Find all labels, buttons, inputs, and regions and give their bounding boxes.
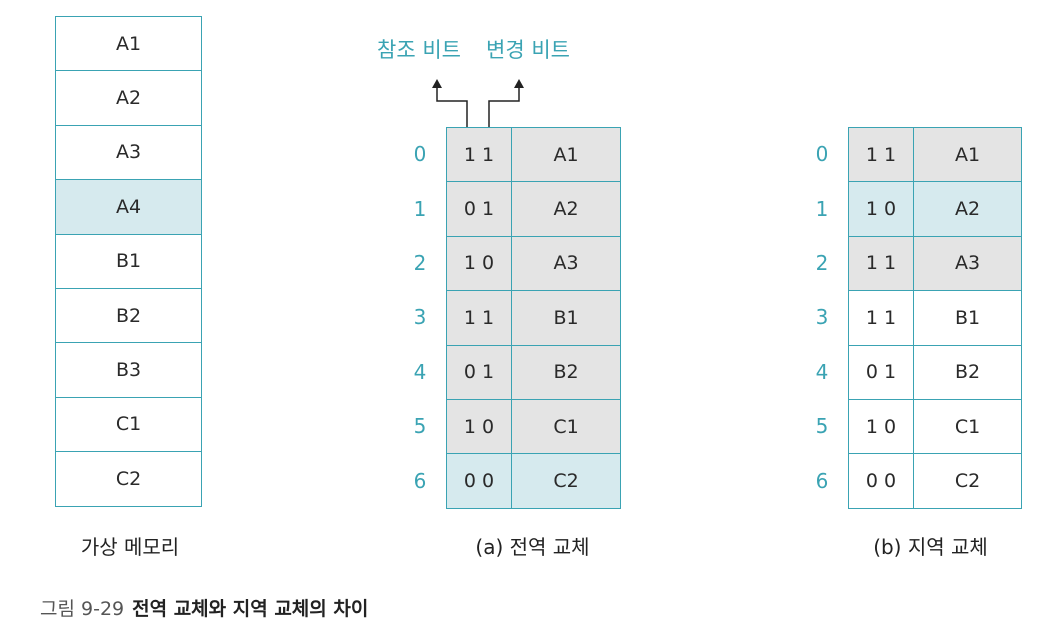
frame-index: 0 [815, 142, 829, 167]
virtual-memory-row: A3 [55, 124, 202, 181]
virtual-page-cell: C2 [55, 451, 202, 507]
frame-index: 0 [413, 142, 427, 167]
virtual-memory-row: B2 [55, 287, 202, 344]
frame-bits-cell: 1 1 [848, 126, 914, 183]
virtual-memory-row: A4 [55, 179, 202, 235]
modify-bit-arrow [488, 86, 520, 133]
frame-page-cell: C2 [511, 453, 621, 509]
virtual-memory-row: C2 [55, 451, 202, 507]
frame-bits-cell: 0 1 [848, 344, 914, 400]
frame-bits-cell: 0 0 [848, 453, 914, 509]
frame-bits-cell: 1 1 [446, 126, 512, 183]
local-replacement-caption: (b) 지역 교체 [873, 535, 988, 559]
modify-arrowhead [514, 79, 524, 88]
frame-index: 3 [413, 305, 427, 330]
virtual-page-cell: A2 [55, 70, 202, 126]
frame-index: 6 [413, 468, 427, 493]
modify-bit-label: 변경 비트 [486, 38, 570, 62]
frame-index: 2 [413, 251, 427, 275]
frame-bits-cell: 1 0 [848, 181, 914, 237]
frame-index: 2 [815, 251, 829, 275]
frame-bits-cell: 0 1 [446, 344, 512, 400]
frame-page-cell: C1 [913, 398, 1022, 455]
figure-number: 그림 9-29 [40, 598, 125, 620]
virtual-page-cell: A4 [55, 179, 202, 235]
frame-page-cell: A3 [913, 235, 1022, 292]
virtual-page-cell: B1 [55, 233, 202, 289]
frame-bits-cell: 0 0 [446, 453, 512, 509]
frame-page-cell: A2 [511, 181, 621, 237]
virtual-page-cell: A1 [55, 15, 202, 72]
frame-page-cell: A1 [511, 126, 621, 183]
figure-caption: 그림 9-29 전역 교체와 지역 교체의 차이 [40, 594, 368, 621]
global-replacement-caption: (a) 전역 교체 [475, 535, 590, 559]
frame-index: 1 [413, 196, 427, 221]
frame-bits-cell: 1 1 [848, 235, 914, 292]
frame-bits-cell: 1 0 [446, 235, 512, 292]
reference-arrowhead [432, 79, 442, 88]
virtual-memory-row: A1 [55, 15, 202, 72]
figure-title: 전역 교체와 지역 교체의 차이 [132, 598, 369, 620]
frame-page-cell: A1 [913, 126, 1022, 183]
frame-index: 4 [815, 359, 829, 384]
frame-page-cell: C2 [913, 453, 1022, 509]
frame-page-cell: B2 [913, 344, 1022, 400]
virtual-page-cell: B3 [55, 342, 202, 398]
frame-bits-cell: 1 0 [446, 398, 512, 455]
frame-page-cell: A2 [913, 181, 1022, 237]
reference-bit-arrow [436, 86, 468, 133]
frame-index: 5 [815, 414, 829, 439]
frame-bits-cell: 1 0 [848, 398, 914, 455]
virtual-memory-caption: 가상 메모리 [80, 535, 180, 559]
frame-page-cell: B1 [511, 290, 621, 346]
frame-page-cell: B2 [511, 344, 621, 400]
virtual-memory-row: C1 [55, 396, 202, 453]
frame-bits-cell: 1 1 [446, 290, 512, 346]
virtual-page-cell: C1 [55, 396, 202, 453]
reference-bit-label: 참조 비트 [377, 38, 461, 62]
virtual-memory-row: A2 [55, 70, 202, 126]
virtual-page-cell: A3 [55, 124, 202, 181]
frame-index: 4 [413, 359, 427, 384]
frame-index: 1 [815, 196, 829, 221]
frame-page-cell: B1 [913, 290, 1022, 346]
frame-index: 6 [815, 468, 829, 493]
frame-index: 5 [413, 414, 427, 439]
frame-page-cell: A3 [511, 235, 621, 292]
frame-page-cell: C1 [511, 398, 621, 455]
virtual-memory-row: B1 [55, 233, 202, 289]
frame-bits-cell: 0 1 [446, 181, 512, 237]
frame-bits-cell: 1 1 [848, 290, 914, 346]
virtual-page-cell: B2 [55, 287, 202, 344]
frame-index: 3 [815, 305, 829, 330]
virtual-memory-row: B3 [55, 342, 202, 398]
